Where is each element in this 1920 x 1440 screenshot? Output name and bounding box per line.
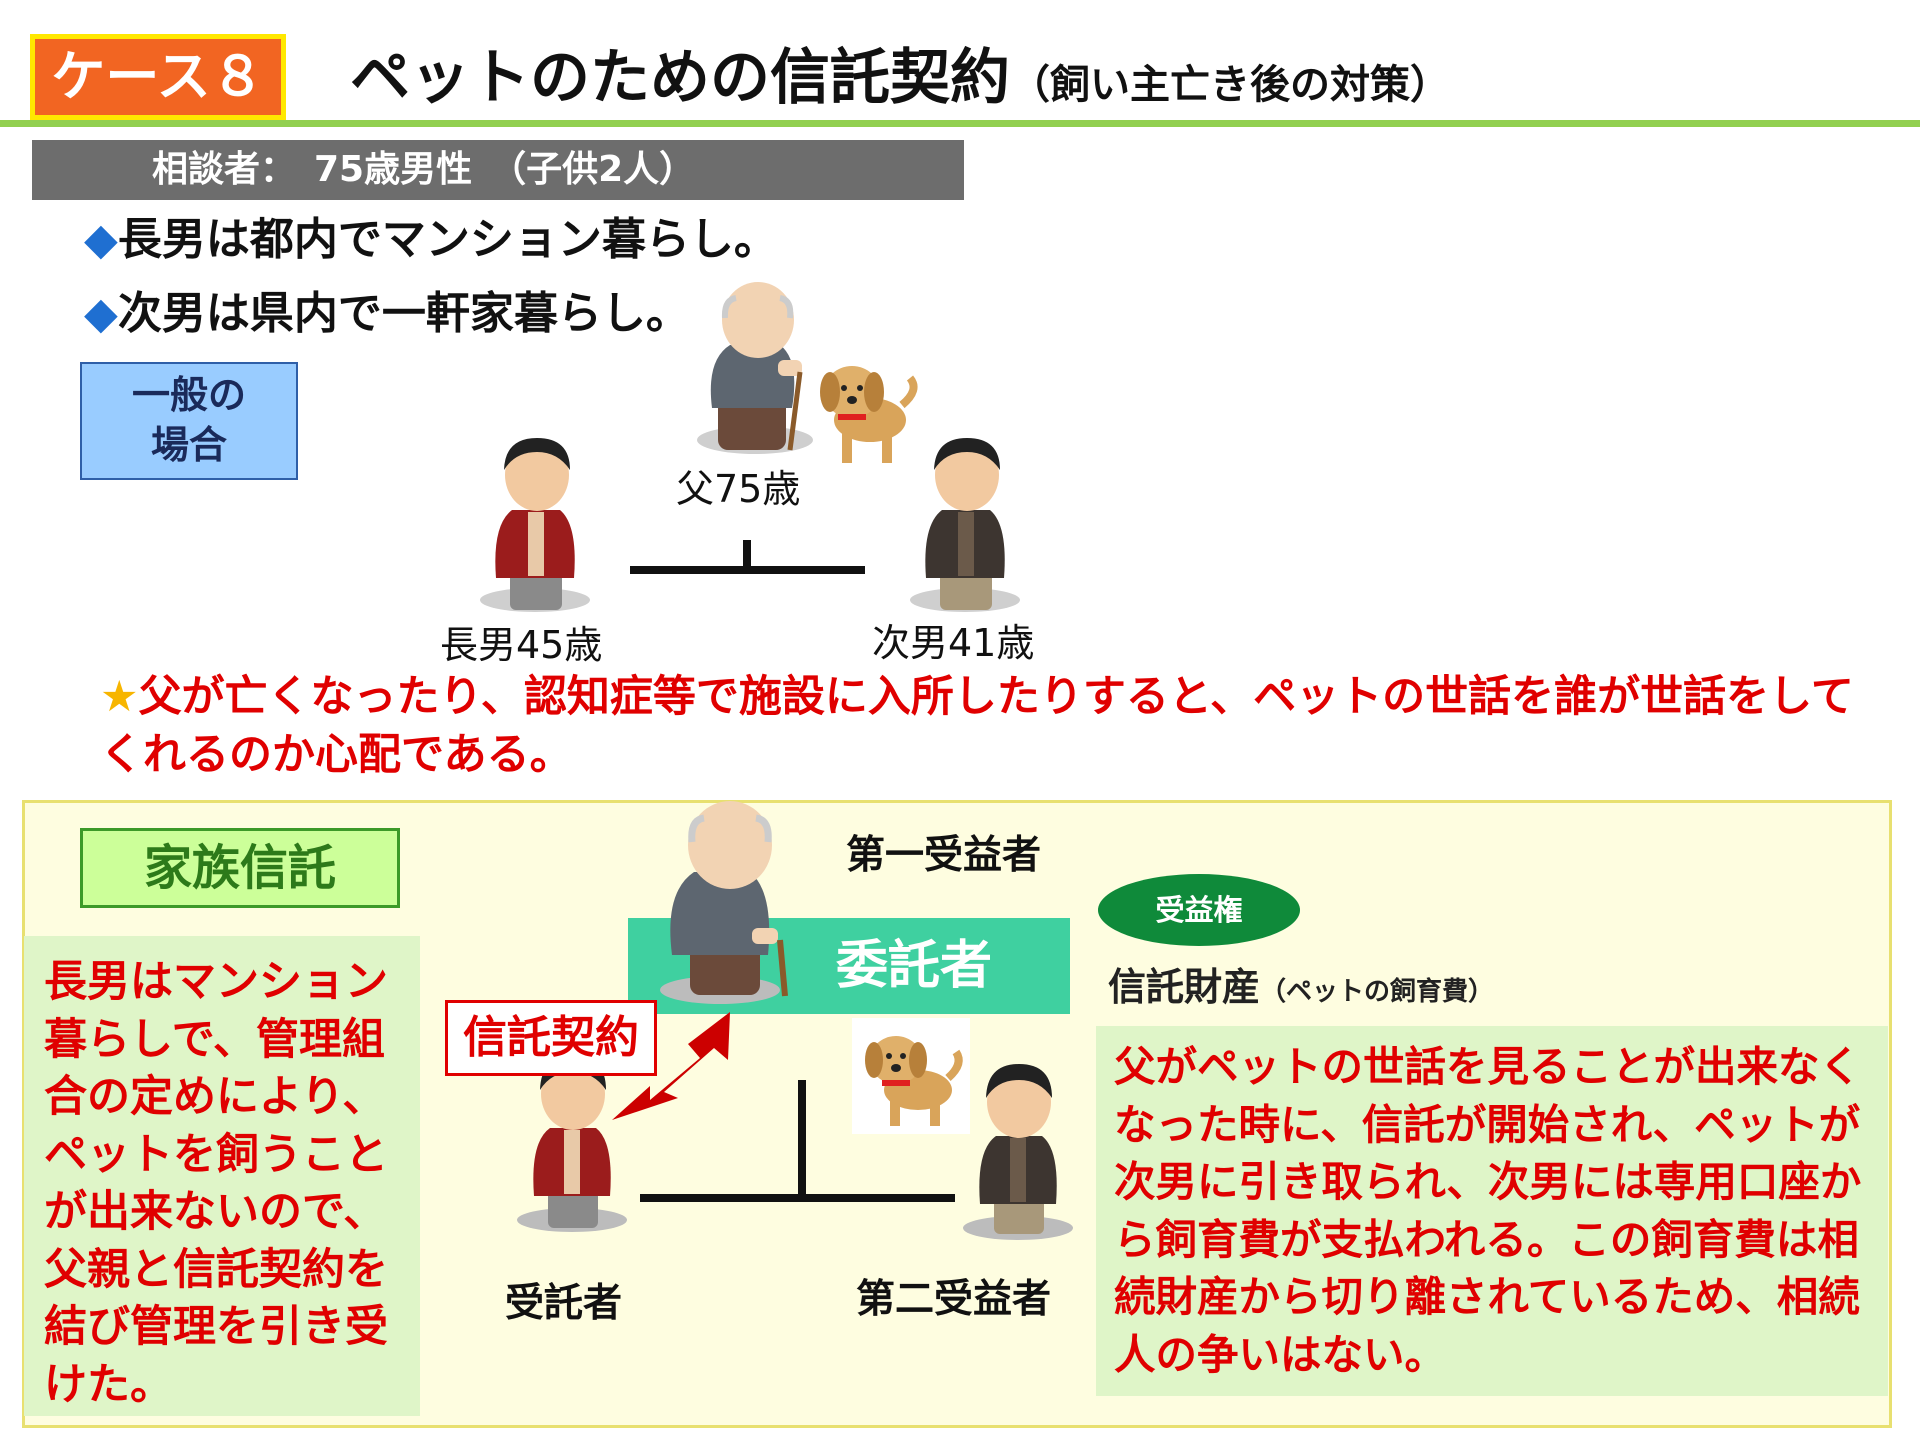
warning-body: 父が亡くなったり、認知症等で施設に入所したりすると、ペットの世話を誰が世話をして… — [100, 672, 1854, 780]
elderly-man-icon — [697, 282, 813, 454]
family-tree-diagram — [480, 282, 1020, 612]
elderly-man-icon — [660, 801, 788, 1004]
first-beneficiary-label: 第一受益者 — [846, 833, 1042, 878]
general-case-line2: 場合 — [150, 423, 227, 467]
title-divider — [0, 120, 1920, 127]
family-trust-label: 家族信託 — [80, 828, 400, 908]
trust-property-label: 信託財産（ペットの飼育費） — [1108, 956, 1494, 1011]
son-icon — [480, 438, 590, 612]
page-title-sub: （飼い主亡き後の対策） — [1010, 62, 1450, 108]
son-icon — [517, 1056, 627, 1232]
client-info-bar: 相談者： 75歳男性 （子供2人） — [32, 140, 964, 200]
father-label: 父75歳 — [676, 467, 801, 511]
page-title-main: ペットのための信託契約 — [350, 43, 1010, 113]
bullet-text: 次男は県内で一軒家暮らし。 — [117, 288, 690, 339]
star-icon: ★ — [100, 672, 139, 722]
second-son-label: 次男41歳 — [872, 621, 1035, 665]
bullet-text: 長男は都内でマンション暮らし。 — [117, 214, 778, 265]
warning-text: ★父が亡くなったり、認知症等で施設に入所したりすると、ペットの世話を誰が世話をし… — [100, 668, 1890, 784]
right-explanation: 父がペットの世話を見ることが出来なくなった時に、信託が開始され、ペットが次男に引… — [1096, 1026, 1888, 1396]
left-explanation: 長男はマンション暮らしで、管理組合の定めにより、ペットを飼うことが出来ないので、… — [24, 936, 420, 1416]
page-title: ペットのための信託契約（飼い主亡き後の対策） — [350, 38, 1450, 125]
second-beneficiary-label: 第二受益者 — [856, 1277, 1052, 1322]
general-case-line1: 一般の — [131, 373, 246, 417]
eldest-son-label: 長男45歳 — [440, 623, 603, 667]
general-case-box: 一般の場合 — [80, 362, 298, 480]
son-icon — [963, 1064, 1073, 1240]
diamond-icon: ◆ — [84, 214, 118, 265]
diamond-icon: ◆ — [84, 288, 118, 339]
son-icon — [910, 438, 1020, 612]
trust-contract-label: 信託契約 — [445, 1000, 657, 1076]
benefit-right-badge: 受益権 — [1098, 874, 1300, 946]
bullet-eldest-son: ◆長男は都内でマンション暮らし。 — [84, 210, 778, 270]
arrow-icon — [612, 1012, 730, 1120]
case-badge: ケース８ — [30, 34, 286, 120]
bullet-second-son: ◆次男は県内で一軒家暮らし。 — [84, 284, 690, 344]
trustee-label: 受託者 — [505, 1281, 623, 1326]
trust-property-main: 信託財産 — [1108, 965, 1261, 1009]
dog-icon — [865, 1036, 963, 1126]
trust-property-sub: （ペットの飼育費） — [1260, 977, 1495, 1007]
dog-icon — [820, 366, 918, 463]
